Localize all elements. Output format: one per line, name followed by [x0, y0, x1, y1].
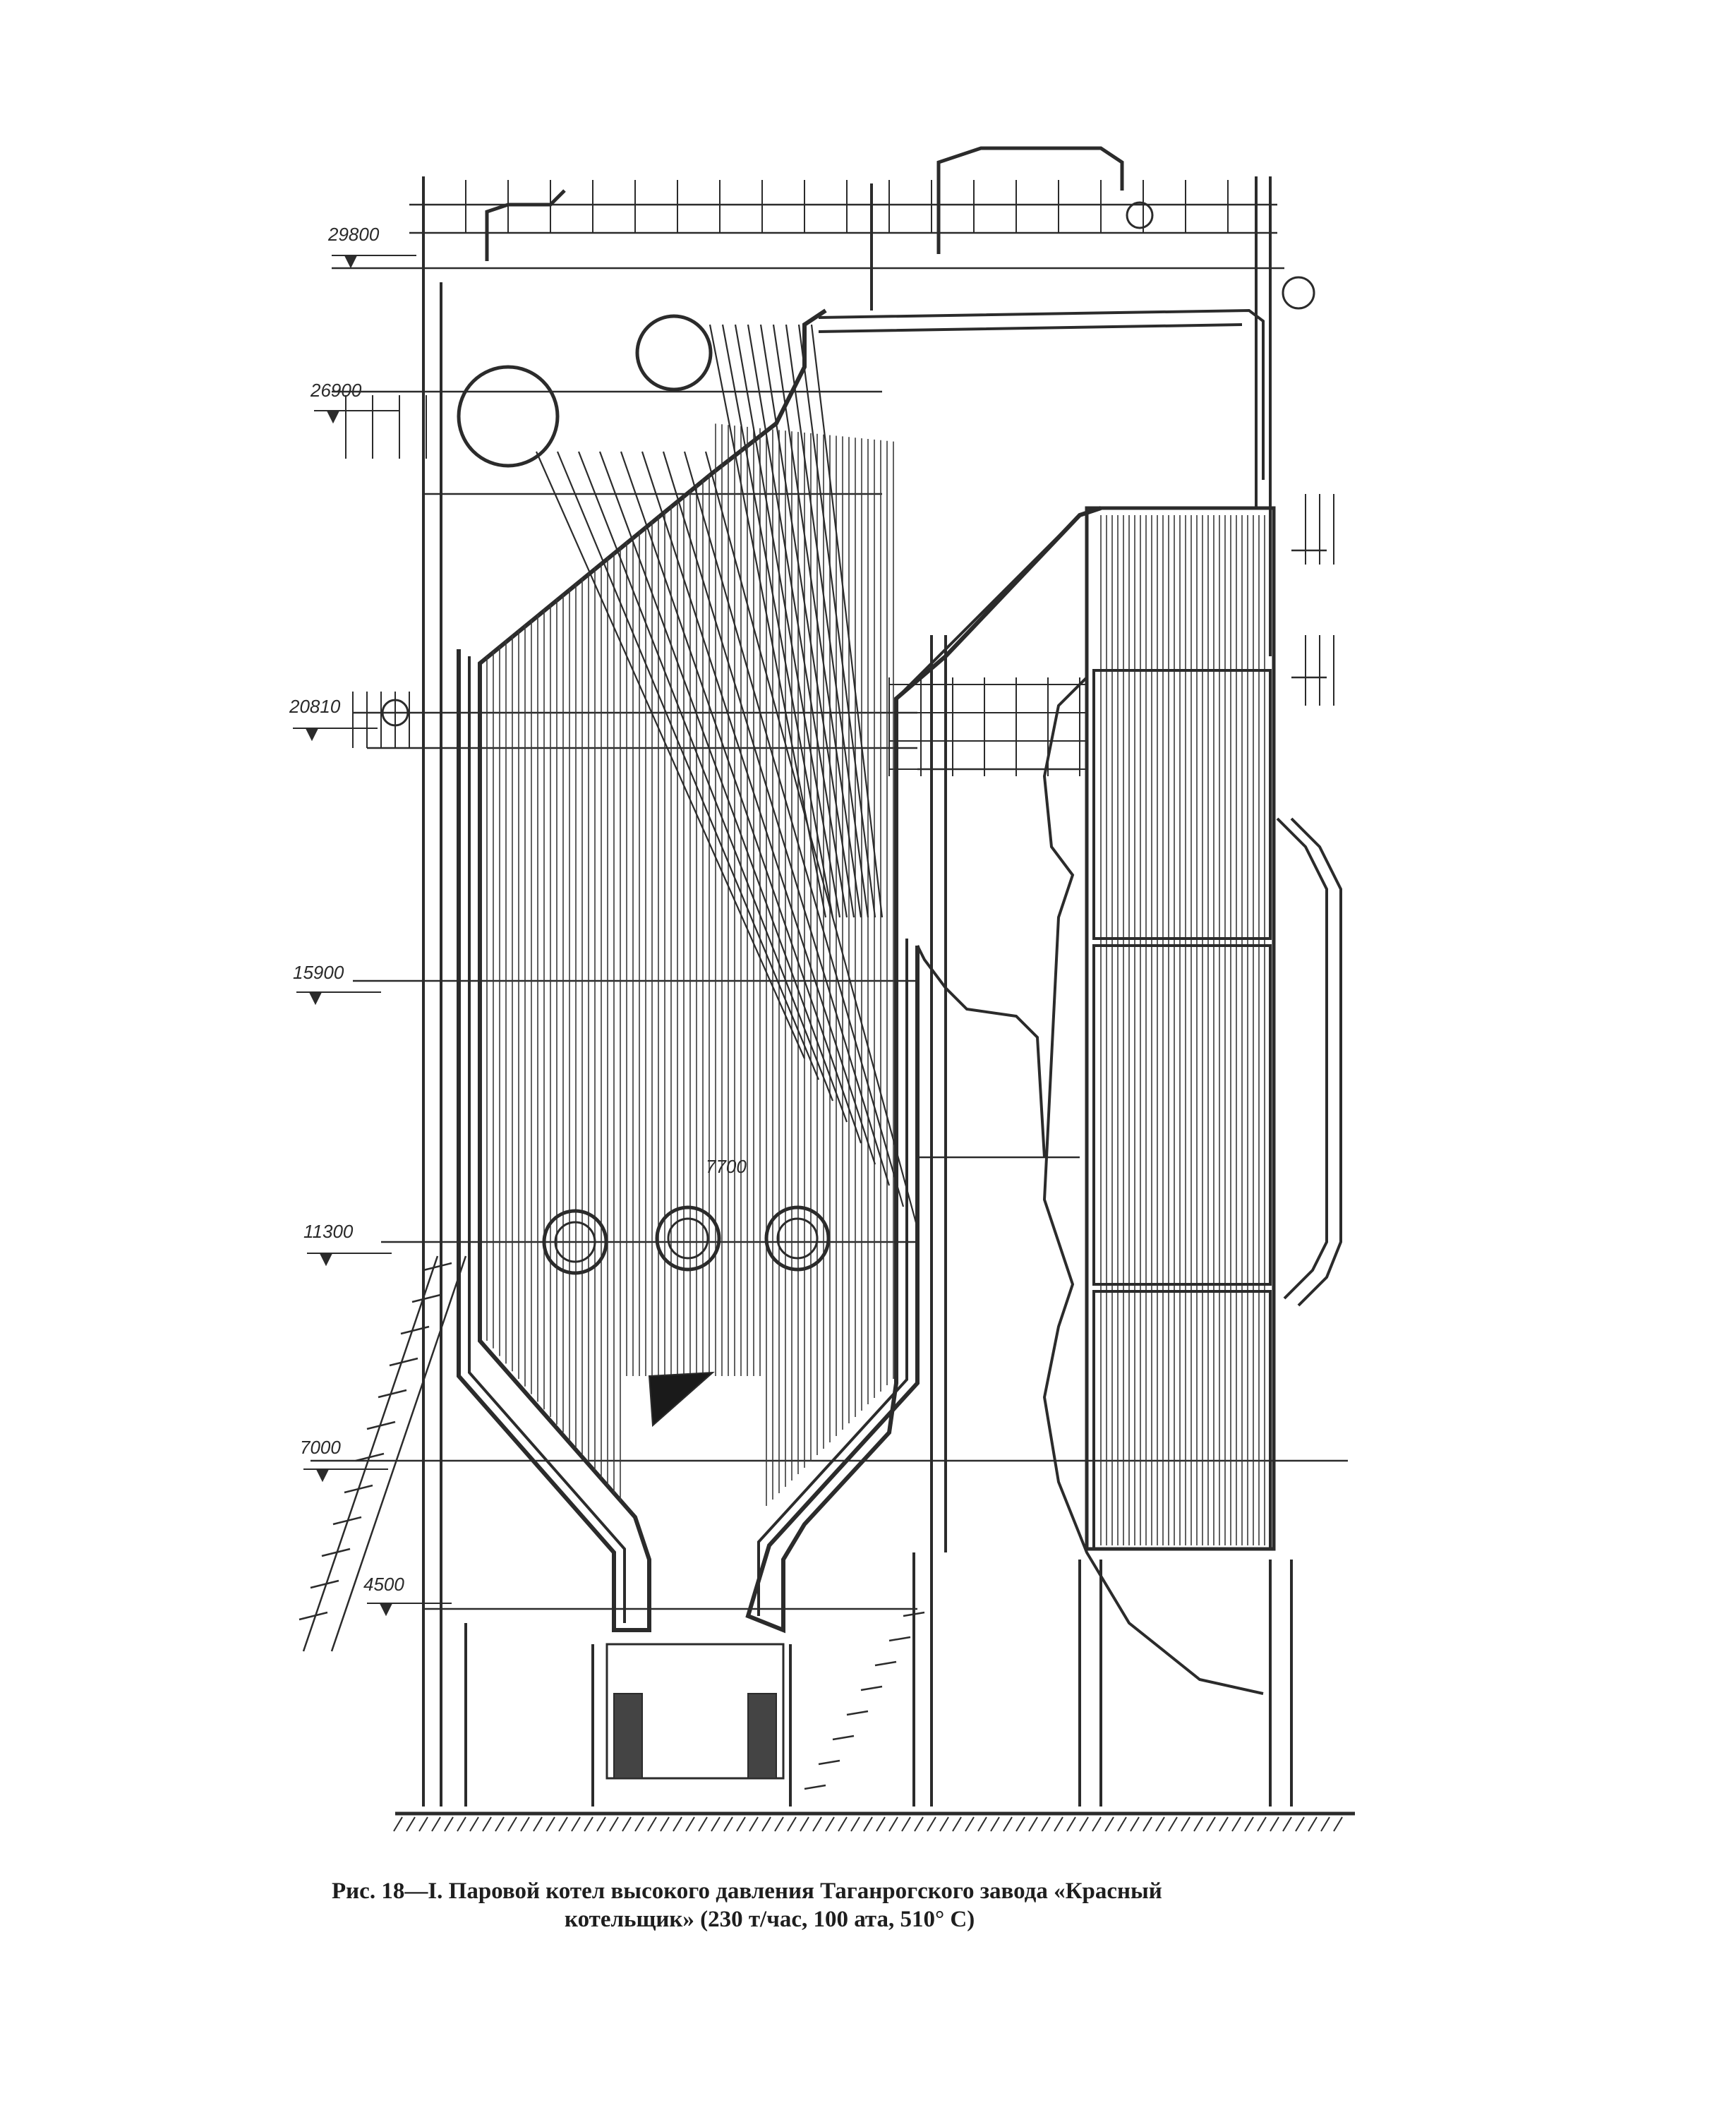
- downcomer-lines: [535, 324, 919, 1229]
- caption-line-1: Рис. 18—I. Паровой котел высокого давлен…: [332, 1878, 1162, 1904]
- elevation-label-26900: 26900: [311, 380, 362, 401]
- elevation-label-4500: 4500: [363, 1574, 404, 1595]
- economizer-tubes: [1100, 515, 1265, 1545]
- slag-opening: [648, 1371, 715, 1428]
- furnace-tube-wall: [486, 423, 894, 1506]
- figure-caption: Рис. 18—I. Паровой котел высокого давлен…: [332, 1877, 1390, 1934]
- steam-drum-main: [457, 365, 560, 468]
- header-duct: [818, 308, 1265, 480]
- platform-railings: [352, 494, 1334, 748]
- ash-hopper-seal-left: [613, 1693, 643, 1779]
- top-gallery: [345, 180, 1271, 776]
- elevation-markers: [293, 255, 452, 1617]
- elevation-label-7000: 7000: [300, 1437, 341, 1458]
- air-heater-middle: [1092, 944, 1272, 1286]
- staircase-left: [299, 1255, 925, 1790]
- caption-line-2: котельщик» (230 т/час, 100 ата, 510° С): [565, 1907, 975, 1932]
- elevation-label-29800: 29800: [328, 224, 380, 245]
- ash-hopper-seal-right: [747, 1693, 777, 1779]
- dimension-annotation: 7700: [706, 1156, 747, 1177]
- air-duct-left: [1042, 676, 1264, 1695]
- air-heater-lower: [1092, 1290, 1272, 1550]
- air-duct-right: [1276, 817, 1342, 1307]
- elevation-label-15900: 15900: [293, 962, 344, 983]
- furnace-shell-inner: [468, 656, 908, 1623]
- gas-pass: [895, 514, 1081, 1158]
- steam-header-pipe: [485, 146, 1124, 261]
- elevation-label-20810: 20810: [289, 696, 341, 717]
- ground-hatch: [393, 1816, 1343, 1832]
- air-heater-upper: [1092, 669, 1272, 940]
- burner-1: [542, 1209, 608, 1275]
- drum-fitting: [1282, 276, 1315, 310]
- burner-2: [655, 1205, 721, 1272]
- frame-columns: [422, 176, 1293, 1807]
- ash-hopper: [605, 1643, 785, 1780]
- burner-3: [764, 1205, 831, 1272]
- steam-drum-secondary: [635, 314, 713, 392]
- drum-fitting-2: [1126, 201, 1154, 229]
- elevation-label-11300: 11300: [303, 1221, 354, 1242]
- furnace-shell-outer: [457, 308, 1102, 1634]
